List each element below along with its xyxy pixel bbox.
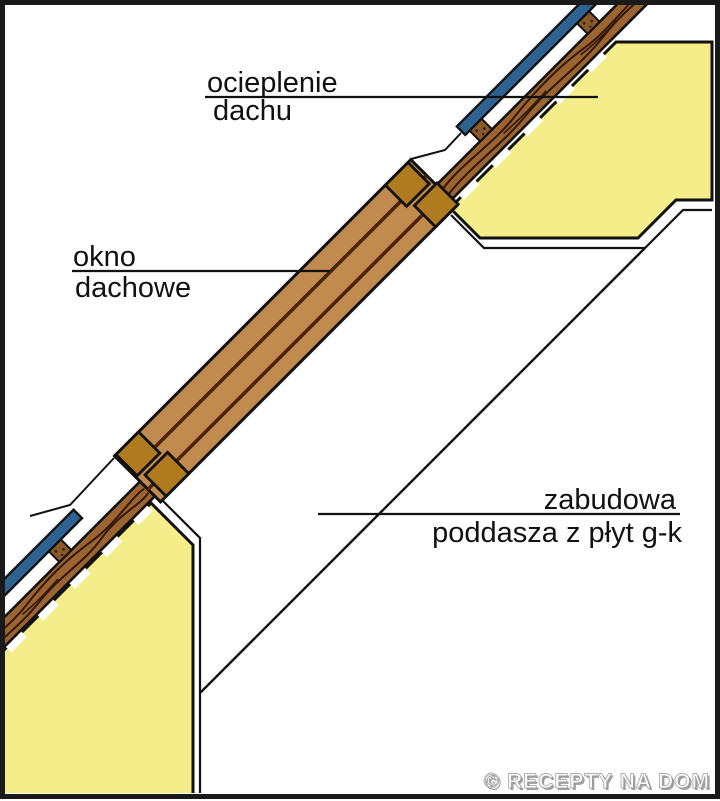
label-window: okno dachowe (72, 241, 330, 304)
window-mounting-block (113, 429, 162, 478)
label-drywall-line1: zabudowa (544, 484, 677, 516)
label-insulation-line2: dachu (213, 95, 292, 127)
label-insulation: ocieplenie dachu (205, 67, 598, 127)
watermark-shadow: © RECEPTY NA DOM (486, 772, 712, 795)
roof-covering-lower (5, 507, 84, 655)
roof-window (112, 157, 461, 505)
window-mounting-block (412, 181, 461, 229)
watermark: © RECEPTY NA DOM © RECEPTY NA DOM (483, 770, 712, 795)
window-mounting-block (142, 450, 191, 499)
label-insulation-line1: ocieplenie (207, 67, 338, 99)
window-frame-bar (112, 157, 459, 505)
window-frame-divider (146, 191, 446, 491)
label-window-line1: okno (73, 241, 136, 273)
drywall-knee-wall-line (157, 495, 202, 793)
vapour-membrane-dashes (5, 51, 607, 653)
flashing-line-upper (410, 132, 462, 160)
label-drywall-line2: poddasza z płyt g-k (432, 517, 682, 549)
rafter-upper (434, 5, 697, 202)
insulation-upper-region (447, 40, 714, 240)
flashing-line-lower (29, 457, 115, 517)
window-frame-divider (129, 174, 428, 473)
drywall-ceiling-line (199, 247, 646, 694)
roof-covering-upper (455, 5, 673, 137)
insulation-lower-region (5, 500, 195, 793)
window-mounting-block (383, 160, 432, 209)
label-drywall: zabudowa poddasza z płyt g-k (318, 484, 682, 549)
watermark-text: © RECEPTY NA DOM (484, 770, 710, 793)
label-window-line2: dachowe (75, 272, 191, 304)
